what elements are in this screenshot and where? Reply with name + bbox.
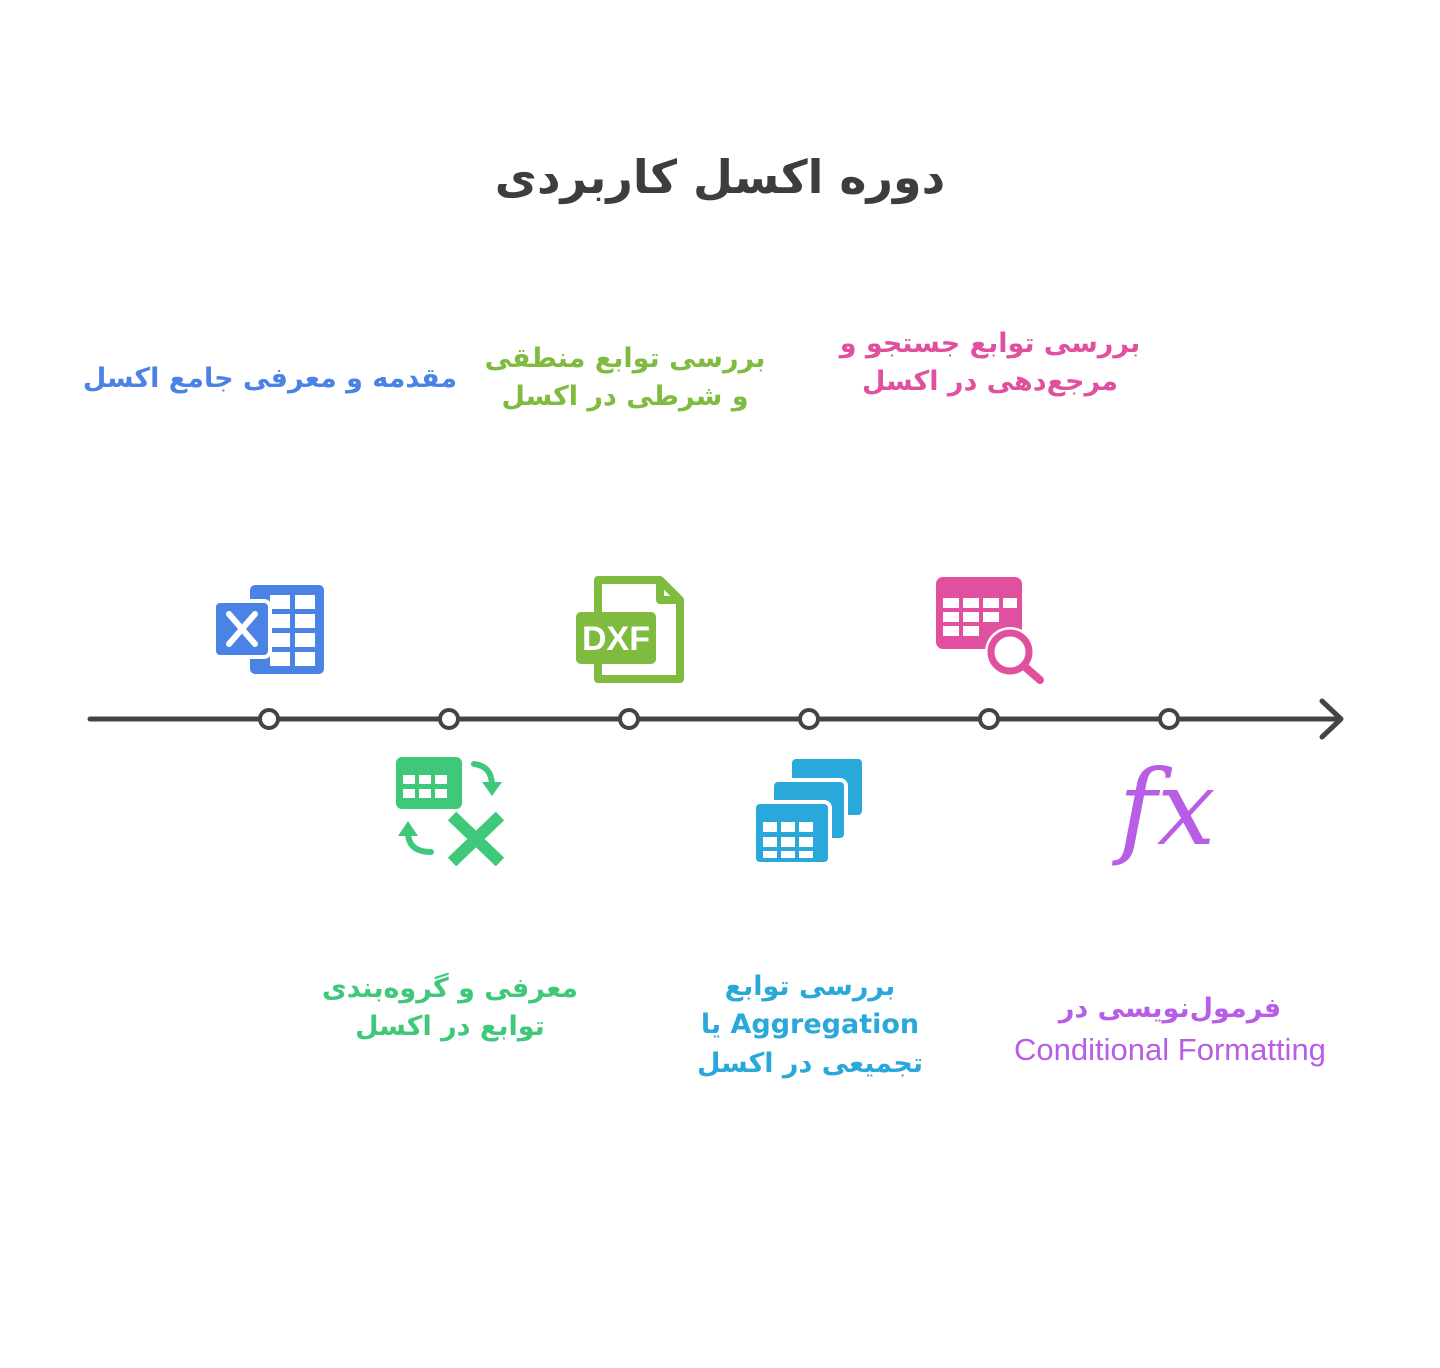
step-2-line-2: توابع در اکسل <box>355 1011 545 1043</box>
fx-icon-text: fx <box>1111 747 1215 869</box>
timeline-node-5 <box>978 708 1000 730</box>
timeline-axis <box>87 698 1344 740</box>
timeline-node-1 <box>258 708 280 730</box>
page-title: دوره اکسل کاربردی <box>494 150 946 204</box>
step-3-line-2: و شرطی در اکسل <box>501 381 749 413</box>
step-3-line-1: بررسی توابع منطقی <box>484 343 766 374</box>
timeline-node-6 <box>1158 708 1180 730</box>
step-2-line-1: معرفی و گروه‌بندی <box>321 973 579 1004</box>
step-4-line-3: تجمیعی در اکسل <box>696 1047 923 1079</box>
step-1-line-1: مقدمه و معرفی جامع اکسل <box>82 363 458 394</box>
step-6-line-2: Conditional Formatting <box>1014 1032 1326 1068</box>
step-label-4: بررسی توابع Aggregation یا تجمیعی در اکس… <box>660 968 960 1083</box>
stacked-tables-icon <box>752 755 866 866</box>
step-label-2: معرفی و گروه‌بندی توابع در اکسل <box>290 970 610 1047</box>
timeline-node-3 <box>618 708 640 730</box>
step-4-line-1: بررسی توابع <box>724 971 896 1002</box>
timeline-node-4 <box>798 708 820 730</box>
step-5-line-2: مرجع‌دهی در اکسل <box>861 366 1119 398</box>
dxf-icon-text: DXF <box>582 620 650 658</box>
step-label-1: مقدمه و معرفی جامع اکسل <box>70 360 470 398</box>
timeline-node-2 <box>438 708 460 730</box>
step-label-3: بررسی توابع منطقی و شرطی در اکسل <box>470 340 780 417</box>
step-6-line-1: فرمول‌نویسی در <box>1058 993 1282 1024</box>
step-5-line-1: بررسی توابع جستجو و <box>839 328 1141 359</box>
step-4-line-2: Aggregation یا <box>700 1009 920 1041</box>
table-swap-excel-icon <box>396 757 505 867</box>
excel-x-grid-icon <box>212 585 324 674</box>
table-search-icon <box>936 577 1044 684</box>
timeline-arrowhead <box>1319 698 1344 740</box>
step-label-5: بررسی توابع جستجو و مرجع‌دهی در اکسل <box>820 325 1160 402</box>
dxf-file-icon: DXF <box>576 576 684 683</box>
step-label-6: فرمول‌نویسی در Conditional Formatting <box>990 990 1350 1072</box>
fx-function-icon: fx <box>1111 747 1215 869</box>
